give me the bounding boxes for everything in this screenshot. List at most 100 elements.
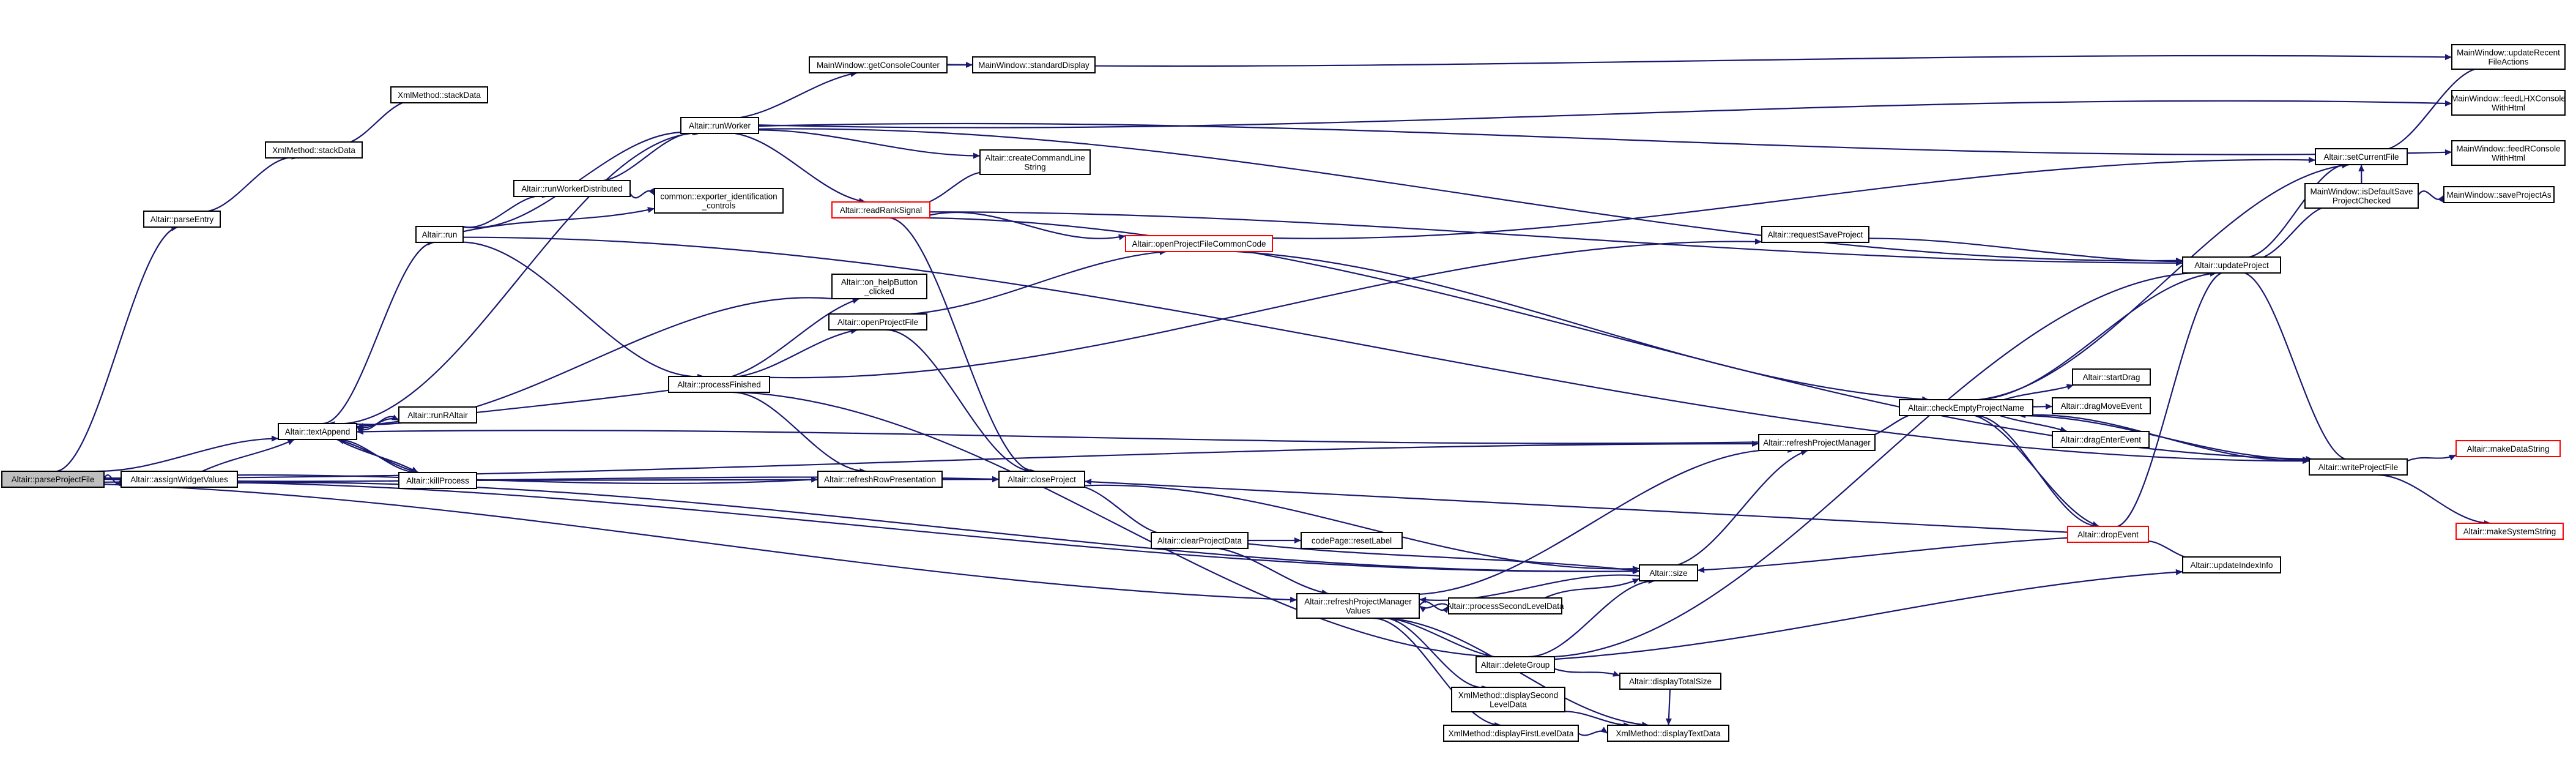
node-delete-group[interactable]: Altair::deleteGroup bbox=[1475, 656, 1555, 673]
node-box bbox=[972, 56, 1096, 73]
node-display-total-size[interactable]: Altair::displayTotalSize bbox=[1619, 673, 1721, 690]
node-box bbox=[1448, 597, 1562, 614]
node-reset-label[interactable]: codePage::resetLabel bbox=[1301, 532, 1403, 549]
node-kill-process[interactable]: Altair::killProcess bbox=[398, 472, 477, 489]
node-box bbox=[2309, 458, 2408, 476]
node-run-worker[interactable]: Altair::runWorker bbox=[680, 117, 759, 134]
node-label: MainWindow::getConsoleCounter bbox=[817, 61, 940, 70]
node-run[interactable]: Altair::run bbox=[415, 226, 464, 243]
node-write-project-file[interactable]: Altair::writeProjectFile bbox=[2309, 458, 2408, 476]
node-update-index-info[interactable]: Altair::updateIndexInfo bbox=[2182, 556, 2281, 573]
node-process-finished[interactable]: Altair::processFinished bbox=[668, 376, 770, 393]
edge-parse-project-file-to-refresh-project-manager-values bbox=[103, 484, 1297, 601]
node-display-text-data[interactable]: XmlMethod::displayTextData bbox=[1607, 725, 1729, 742]
node-exporter-id[interactable]: common::exporter_identification_controls bbox=[654, 188, 784, 214]
node-box bbox=[1619, 673, 1721, 690]
node-label: XmlMethod::stackData bbox=[272, 146, 355, 155]
node-label: Altair::createCommandLine bbox=[985, 154, 1085, 163]
node-label: FileActions bbox=[2488, 58, 2528, 67]
node-label: Altair::requestSaveProject bbox=[1767, 230, 1863, 239]
node-clear-project-data[interactable]: Altair::clearProjectData bbox=[1151, 532, 1249, 549]
node-box bbox=[2304, 183, 2419, 209]
node-drag-move-event[interactable]: Altair::dragMoveEvent bbox=[2052, 397, 2151, 414]
node-box bbox=[979, 149, 1091, 175]
node-drag-enter-event[interactable]: Altair::dragEnterEvent bbox=[2052, 431, 2150, 448]
node-save-project-as[interactable]: MainWindow::saveProjectAs bbox=[2443, 186, 2555, 203]
node-drop-event[interactable]: Altair::dropEvent bbox=[2067, 526, 2149, 543]
node-label: MainWindow::feedLHXConsole bbox=[2451, 94, 2566, 103]
node-refresh-project-manager[interactable]: Altair::refreshProjectManager bbox=[1758, 434, 1876, 451]
node-close-project[interactable]: Altair::closeProject bbox=[998, 471, 1085, 488]
node-box bbox=[1, 471, 105, 488]
node-label: Altair::makeDataString bbox=[2467, 444, 2549, 454]
node-get-console-counter[interactable]: MainWindow::getConsoleCounter bbox=[809, 56, 948, 73]
edge-size-to-refresh-project-manager bbox=[1677, 449, 1808, 566]
edge-process-finished-to-delete-group bbox=[741, 391, 1493, 658]
node-label: Altair::textAppend bbox=[285, 427, 351, 436]
node-read-rank-signal[interactable]: Altair::readRankSignal bbox=[831, 201, 930, 218]
node-start-drag[interactable]: Altair::startDrag bbox=[2072, 368, 2151, 386]
node-parse-entry[interactable]: Altair::parseEntry bbox=[143, 211, 221, 228]
edge-clear-project-data-to-refresh-project-manager-values bbox=[1219, 547, 1329, 595]
node-assign-widget-values[interactable]: Altair::assignWidgetValues bbox=[121, 471, 238, 488]
node-check-empty-project-name[interactable]: Altair::checkEmptyProjectName bbox=[1899, 399, 2033, 416]
edge-assign-widget-values-to-size bbox=[237, 482, 1640, 572]
edge-read-rank-signal-to-close-project bbox=[885, 217, 1037, 472]
node-label: Altair::setCurrentFile bbox=[2323, 152, 2399, 162]
edge-parse-entry-to-stack-data-b bbox=[197, 157, 299, 212]
edge-parse-project-file-to-refresh-project-manager bbox=[103, 443, 1759, 479]
node-label: Altair::on_helpButton bbox=[841, 278, 918, 287]
node-stack-data-b[interactable]: XmlMethod::stackData bbox=[265, 141, 363, 159]
edge-refresh-project-manager-values-to-refresh-project-manager bbox=[1392, 449, 1795, 596]
arrowhead-request-save-project bbox=[1754, 238, 1762, 245]
node-box bbox=[2451, 140, 2566, 166]
node-size[interactable]: Altair::size bbox=[1639, 564, 1698, 581]
node-open-project-file-common-code[interactable]: Altair::openProjectFileCommonCode bbox=[1125, 235, 1273, 252]
edge-run-worker-to-text-append bbox=[327, 132, 710, 425]
node-display-first-level-data[interactable]: XmlMethod::displayFirstLevelData bbox=[1443, 725, 1579, 742]
node-on-help-button[interactable]: Altair::on_helpButton_clicked bbox=[831, 274, 927, 299]
node-box bbox=[2182, 256, 2281, 274]
call-edges bbox=[56, 54, 2491, 736]
edge-drop-event-to-update-project bbox=[2111, 272, 2229, 528]
node-box bbox=[398, 406, 477, 424]
node-run-worker-distributed[interactable]: Altair::runWorkerDistributed bbox=[513, 180, 631, 197]
node-box bbox=[2067, 526, 2149, 543]
edge-drop-event-to-update-index-info bbox=[2140, 540, 2200, 559]
node-request-save-project[interactable]: Altair::requestSaveProject bbox=[1761, 226, 1869, 243]
node-make-system-string[interactable]: Altair::makeSystemString bbox=[2455, 523, 2564, 540]
node-label: Altair::checkEmptyProjectName bbox=[1908, 403, 2024, 413]
node-box bbox=[2052, 397, 2151, 414]
node-update-project[interactable]: Altair::updateProject bbox=[2182, 256, 2281, 274]
node-run-raltair[interactable]: Altair::runRAltair bbox=[398, 406, 477, 424]
arrowhead-open-project-file-common-code bbox=[1118, 234, 1126, 241]
node-open-project-file[interactable]: Altair::openProjectFile bbox=[828, 313, 927, 330]
node-box bbox=[1301, 532, 1403, 549]
edge-text-append-to-run bbox=[322, 241, 435, 425]
node-label: Altair::refreshProjectManager bbox=[1304, 597, 1412, 607]
node-standard-display[interactable]: MainWindow::standardDisplay bbox=[972, 56, 1096, 73]
edge-stack-data-b-to-stack-data-a bbox=[332, 100, 421, 145]
node-box bbox=[390, 86, 488, 103]
node-process-second-level-data[interactable]: Altair::processSecondLevelData bbox=[1446, 597, 1564, 614]
node-parse-project-file[interactable]: Altair::parseProjectFile bbox=[1, 471, 105, 488]
edge-clear-project-data-to-size bbox=[1247, 543, 1640, 572]
node-text-append[interactable]: Altair::textAppend bbox=[278, 423, 357, 440]
node-label: Altair::runWorker bbox=[689, 121, 751, 130]
node-set-current-file[interactable]: Altair::setCurrentFile bbox=[2315, 148, 2408, 165]
node-refresh-row-presentation[interactable]: Altair::refreshRowPresentation bbox=[817, 471, 943, 488]
edge-run-worker-to-update-project bbox=[758, 128, 2183, 262]
node-label: Altair::parseProjectFile bbox=[12, 475, 95, 484]
arrowhead-feed-lhxconsole bbox=[2444, 100, 2452, 106]
node-stack-data-a[interactable]: XmlMethod::stackData bbox=[390, 86, 488, 103]
node-make-data-string[interactable]: Altair::makeDataString bbox=[2455, 440, 2561, 457]
node-box bbox=[415, 226, 464, 243]
node-label: Altair::processFinished bbox=[677, 380, 761, 389]
